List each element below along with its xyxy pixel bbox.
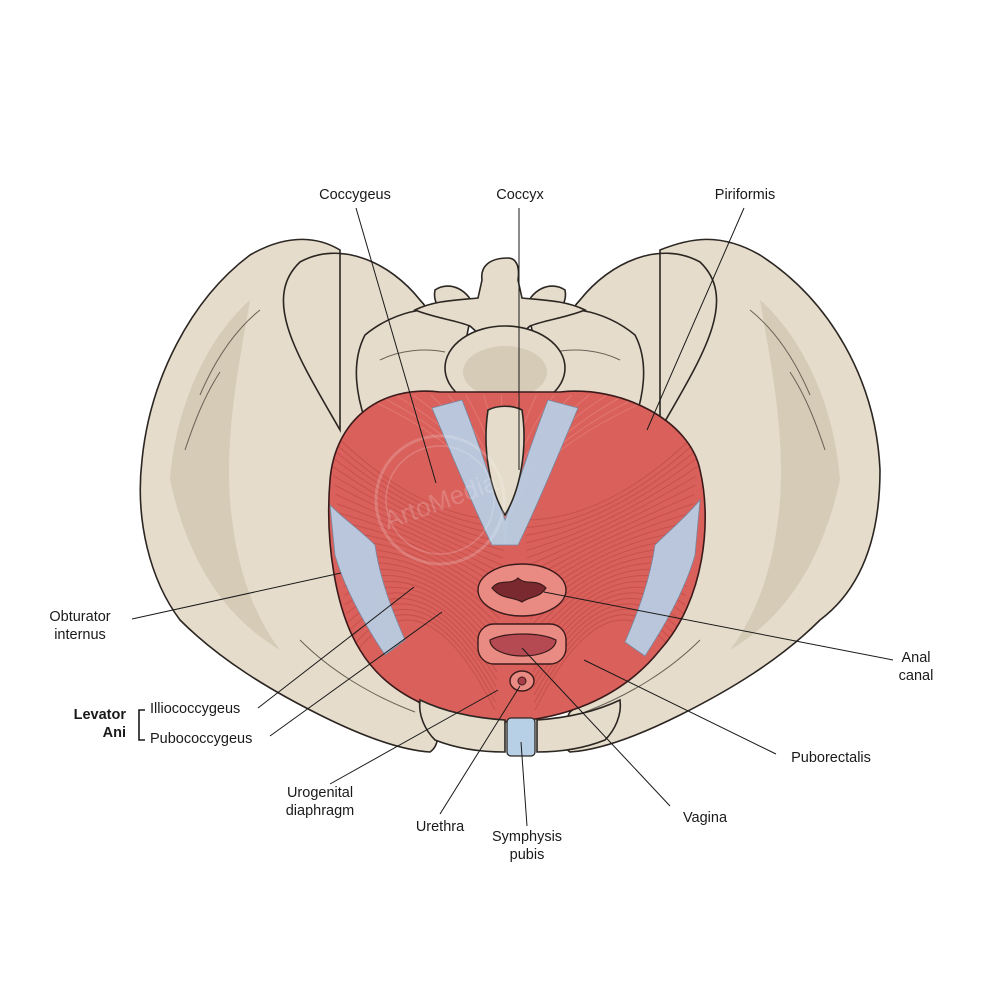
label-coccyx: Coccyx [496,187,544,203]
leader-puborectalis [583,659,777,755]
levator-ani-bracket [138,709,145,741]
label-levator-ani: Levator Ani [73,707,126,741]
label-vagina: Vagina [682,810,728,826]
leader-urethra [439,685,521,815]
label-piriformis: Piriformis [714,187,776,203]
leader-lines [131,207,894,827]
label-anal-canal: Anal canal [898,650,934,684]
leader-obturator-internus [131,572,342,620]
label-pubococcygeus: Pubococcygeus [150,731,253,747]
label-obturator-internus: Obturator internus [49,609,111,643]
label-coccygeus: Coccygeus [319,187,391,203]
label-illiococcygeus: Illiococcygeus [150,701,241,717]
leader-vagina [521,647,671,807]
anal-canal-opening [477,563,567,617]
leader-urogenital-diaphragm [329,689,499,785]
leader-anal-canal [543,591,894,661]
leader-symphysis-pubis [520,741,528,827]
label-urogenital-diaphragm: Urogenital diaphragm [285,785,355,819]
leader-illiococcygeus [257,586,415,709]
symphysis-pubis-cartilage [506,717,536,757]
leader-coccygeus [355,207,437,484]
pubic-bones [418,698,622,757]
label-urethra: Urethra [415,819,465,835]
leader-piriformis [646,207,745,431]
vagina-opening [477,623,567,665]
label-puborectalis: Puborectalis [791,750,871,766]
label-symphysis-pubis: Symphysis pubis [491,829,563,863]
urethra-opening [509,670,535,692]
leader-pubococcygeus [269,611,443,737]
vertebra [413,257,587,411]
